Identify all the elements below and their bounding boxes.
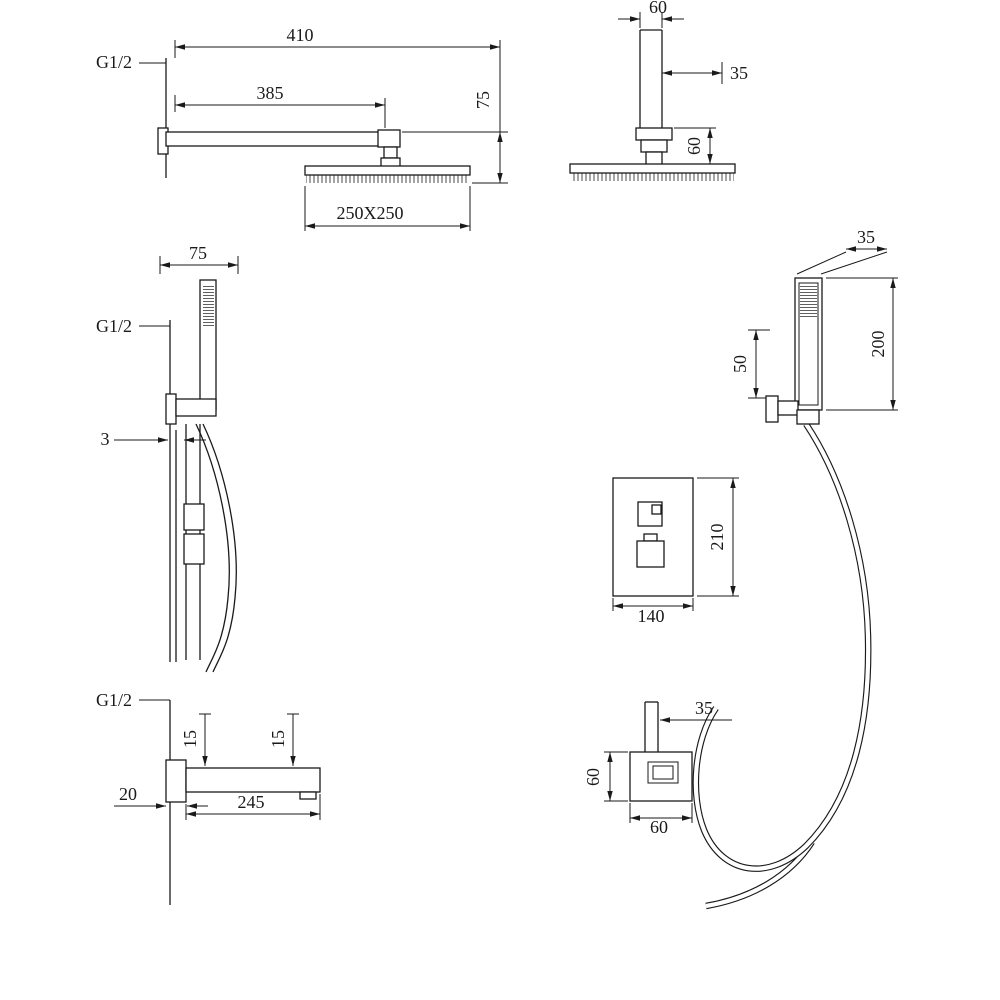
dim-width-label: 35 [857, 227, 875, 247]
spray-face [800, 284, 817, 318]
head-plate [304, 165, 471, 176]
dim-length-label: 200 [868, 331, 888, 358]
bracket-arm [175, 398, 217, 417]
dim-width-label: 60 [650, 817, 668, 837]
view-spout-side: G1/2 15 15 20 245 [96, 690, 321, 905]
ceiling-connector [635, 127, 673, 141]
view-mixer-front: 210 140 [612, 477, 739, 626]
view-hand-shower-front: 35 200 50 [730, 227, 898, 425]
bracket-arm-front [777, 400, 799, 416]
bracket-plate [165, 393, 177, 425]
spray-nozzles [571, 173, 734, 181]
thread-label: G1/2 [96, 52, 132, 72]
hand-shower-hose [692, 422, 872, 910]
bracket-plate-front [765, 395, 779, 423]
view-overhead-shower-side: G1/2 410 385 75 250X250 [96, 25, 508, 231]
shower-arm [165, 131, 381, 147]
dim-drop-label: 75 [473, 91, 493, 109]
mixer-knob [636, 540, 665, 568]
spout-body [185, 767, 321, 793]
dim-height-label: 60 [583, 768, 603, 786]
dim-head-size-label: 250X250 [337, 203, 404, 223]
dim-plate-label: 3 [101, 429, 110, 449]
hose-connector [796, 409, 820, 425]
valve-port [183, 503, 205, 531]
spout-outlet [299, 791, 317, 800]
dim-top-a-label: 15 [180, 730, 200, 748]
dim-width-label: 140 [638, 606, 665, 626]
dim-arm-length-label: 385 [257, 83, 284, 103]
dim-plate-label: 20 [119, 784, 137, 804]
valve-port [183, 533, 205, 565]
view-hand-shower-side: 75 G1/2 3 [96, 243, 239, 673]
spout-flange [165, 759, 187, 803]
hose-side [195, 423, 230, 673]
view-overhead-shower-front: 60 35 60 [569, 0, 748, 181]
head-plate-front [569, 163, 736, 174]
dim-height-label: 60 [684, 137, 704, 155]
dim-top-b-label: 15 [268, 730, 288, 748]
dim-length-label: 245 [238, 792, 265, 812]
dim-top-width-label: 60 [649, 0, 667, 17]
arm-joint [377, 129, 401, 148]
thread-label: G1/2 [96, 690, 132, 710]
spray-nozzles [306, 175, 469, 183]
spout-front-outlet [647, 761, 679, 784]
dim-overall-label: 410 [287, 25, 314, 45]
thread-label: G1/2 [96, 316, 132, 336]
dim-reach-label: 75 [189, 243, 207, 263]
view-spout-front: 35 60 60 [583, 698, 732, 837]
dim-height-label: 210 [707, 524, 727, 551]
dim-bracket-label: 50 [730, 355, 750, 373]
spout-front-body [629, 751, 693, 802]
spray-face [203, 284, 214, 328]
dim-offset-label: 35 [730, 63, 748, 83]
dim-offset-label: 35 [695, 698, 713, 718]
